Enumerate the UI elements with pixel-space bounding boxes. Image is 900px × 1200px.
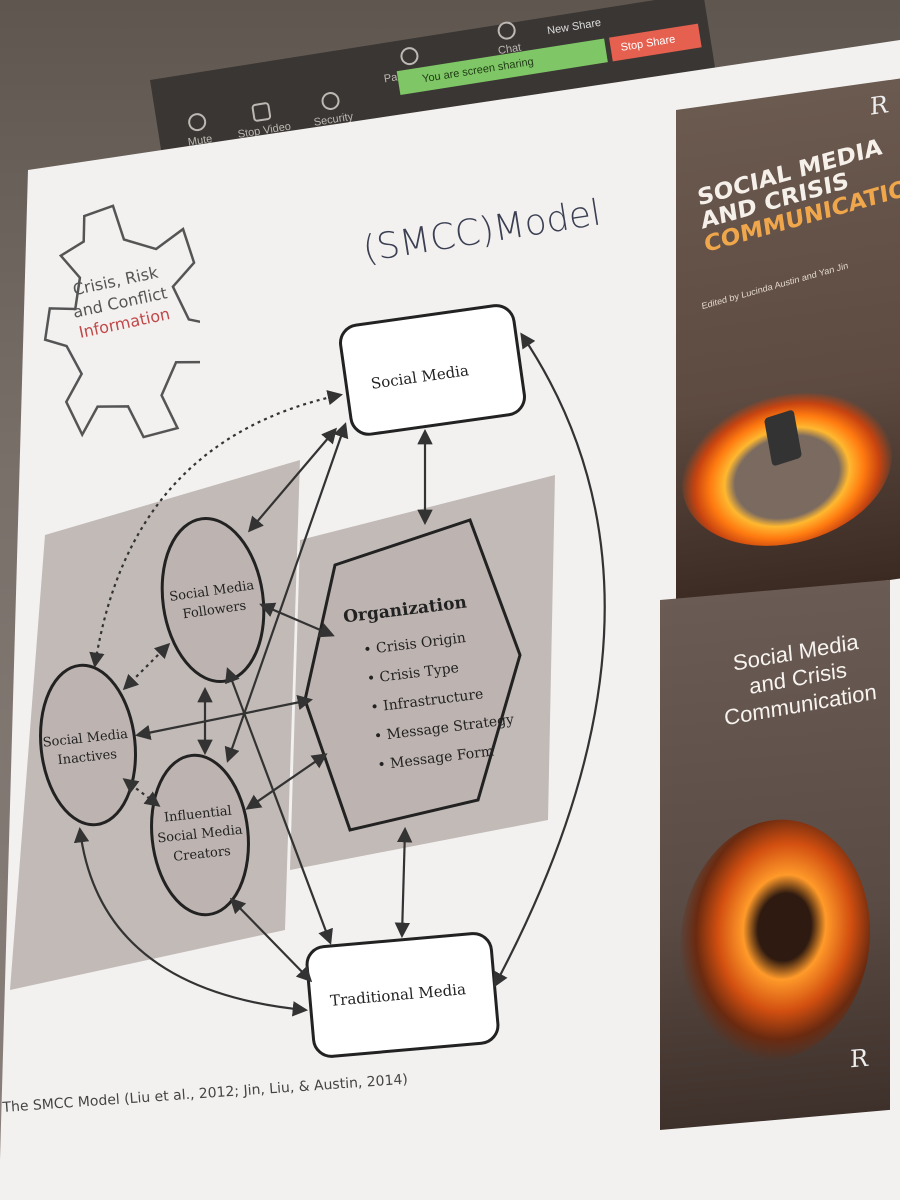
fire-swirl-image [680, 811, 870, 1069]
arrow-followers-inactives-dotted [122, 642, 171, 691]
book1-title: SOCIAL MEDIA AND CRISIS COMMUNICATION [696, 132, 900, 258]
book-cover-2: Social Media and Crisis Communication R [660, 579, 890, 1130]
stop-share-label: Stop Share [619, 33, 677, 54]
inactives-label-2: Inactives [57, 747, 118, 768]
shield-icon [320, 90, 341, 112]
publisher-logo: R [869, 90, 888, 121]
inactives-node [39, 663, 137, 827]
fire-ring-image [682, 379, 892, 560]
microphone-icon [186, 111, 208, 133]
participants-icon [399, 45, 420, 67]
arrow-followers-traditional [225, 667, 333, 945]
creators-label-1: Influential [163, 804, 232, 826]
chat-bubble-icon [496, 20, 517, 41]
arrow-social-traditional [493, 332, 606, 988]
video-camera-icon [251, 101, 272, 123]
book1-editors: Edited by Lucinda Austin and Yan Jin [701, 260, 849, 312]
book2-title: Social Media and Crisis Communication [700, 623, 890, 734]
arrow-organization-traditional [394, 826, 413, 939]
arrow-inactives-traditional [73, 826, 309, 1017]
new-share-button[interactable]: New Share [546, 16, 602, 38]
stop-share-button[interactable]: Stop Share [609, 23, 702, 62]
publisher-logo-2: R [850, 1043, 869, 1074]
diagram-arrows [73, 332, 606, 1017]
book-cover-1: R SOCIAL MEDIA AND CRISIS COMMUNICATION … [676, 78, 900, 610]
arrow-followers-organization [259, 602, 335, 638]
